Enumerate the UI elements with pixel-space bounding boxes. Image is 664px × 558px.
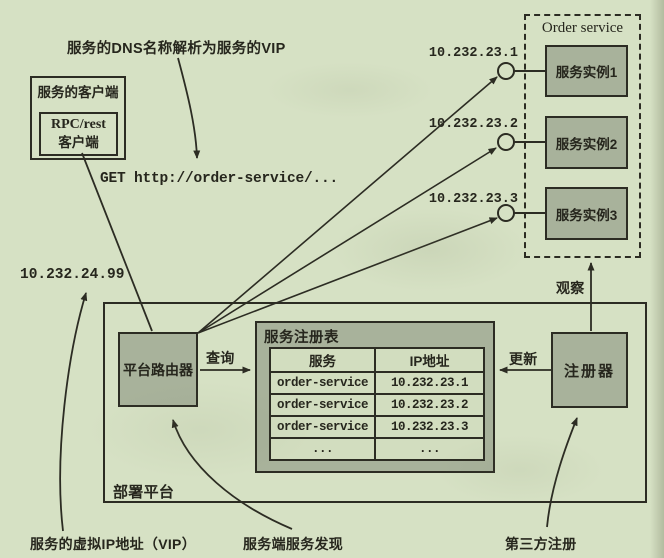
service-client-title: 服务的客户端 — [37, 85, 119, 100]
service-registry-box: 服务注册表 服务 IP地址 order-service 10.232.23.1 … — [255, 321, 495, 473]
server-side-discovery-note: 服务端服务发现 — [243, 536, 344, 552]
order-service-title: Order service — [541, 20, 624, 36]
update-label: 更新 — [509, 351, 538, 367]
platform-router-box: 平台路由器 — [118, 332, 198, 407]
cell-ip: ... — [374, 437, 485, 461]
order-service-group-box — [524, 14, 641, 258]
instance1-port-circle — [497, 62, 515, 80]
instance-3-ip-label: 10.232.23.3 — [428, 192, 518, 207]
cell-ip: 10.232.23.3 — [374, 415, 485, 439]
vip-note-arrow — [59, 292, 88, 532]
table-header-row: 服务 IP地址 — [269, 347, 485, 373]
service-registry-table: 服务 IP地址 order-service 10.232.23.1 order-… — [269, 347, 485, 461]
cell-service: order-service — [269, 415, 376, 439]
vip-note: 服务的虚拟IP地址（VIP） — [30, 536, 196, 552]
column-header-ip: IP地址 — [374, 347, 485, 373]
rpc-rest-label: RPC/rest — [51, 116, 106, 132]
instance2-port-circle — [497, 133, 515, 151]
platform-router-label: 平台路由器 — [123, 361, 193, 378]
table-row: order-service 10.232.23.3 — [269, 415, 485, 439]
cell-ip: 10.232.23.2 — [374, 393, 485, 417]
service-client-box: 服务的客户端 — [30, 76, 126, 160]
service-instance-1-label: 服务实例1 — [555, 65, 618, 80]
instance3-port-circle — [497, 204, 515, 222]
table-row: order-service 10.232.23.2 — [269, 393, 485, 417]
rpc-rest-client-box: RPC/rest 客户端 — [39, 112, 118, 156]
service-registry-title: 服务注册表 — [264, 330, 339, 346]
dns-note-arrow — [177, 57, 201, 159]
cell-service: ... — [269, 437, 376, 461]
table-row: order-service 10.232.23.1 — [269, 371, 485, 395]
cell-service: order-service — [269, 393, 376, 417]
instance-1-ip-label: 10.232.23.1 — [428, 46, 518, 61]
service-instance-1-box: 服务实例1 — [545, 45, 628, 97]
service-instance-2-box: 服务实例2 — [545, 116, 628, 169]
table-row: ... ... — [269, 437, 485, 461]
get-request-text: GET http://order-service/... — [100, 171, 339, 187]
cell-service: order-service — [269, 371, 376, 395]
service-instance-3-box: 服务实例3 — [545, 187, 628, 240]
registrar-box: 注册器 — [551, 332, 628, 408]
service-instance-2-label: 服务实例2 — [555, 136, 618, 152]
observe-label: 观察 — [556, 280, 585, 296]
cell-ip: 10.232.23.1 — [374, 371, 485, 395]
query-label: 查询 — [206, 350, 235, 366]
registrar-label: 注册器 — [563, 362, 615, 380]
rpc-client-label: 客户端 — [58, 135, 99, 151]
deployment-platform-label: 部署平台 — [113, 484, 175, 501]
service-instance-3-label: 服务实例3 — [555, 207, 618, 223]
column-header-service: 服务 — [269, 347, 376, 373]
dns-resolution-note: 服务的DNS名称解析为服务的VIP — [67, 41, 286, 57]
instance-2-ip-label: 10.232.23.2 — [428, 117, 518, 132]
vip-ip-label: 10.232.24.99 — [20, 267, 125, 283]
third-party-registration-note: 第三方注册 — [505, 536, 577, 552]
